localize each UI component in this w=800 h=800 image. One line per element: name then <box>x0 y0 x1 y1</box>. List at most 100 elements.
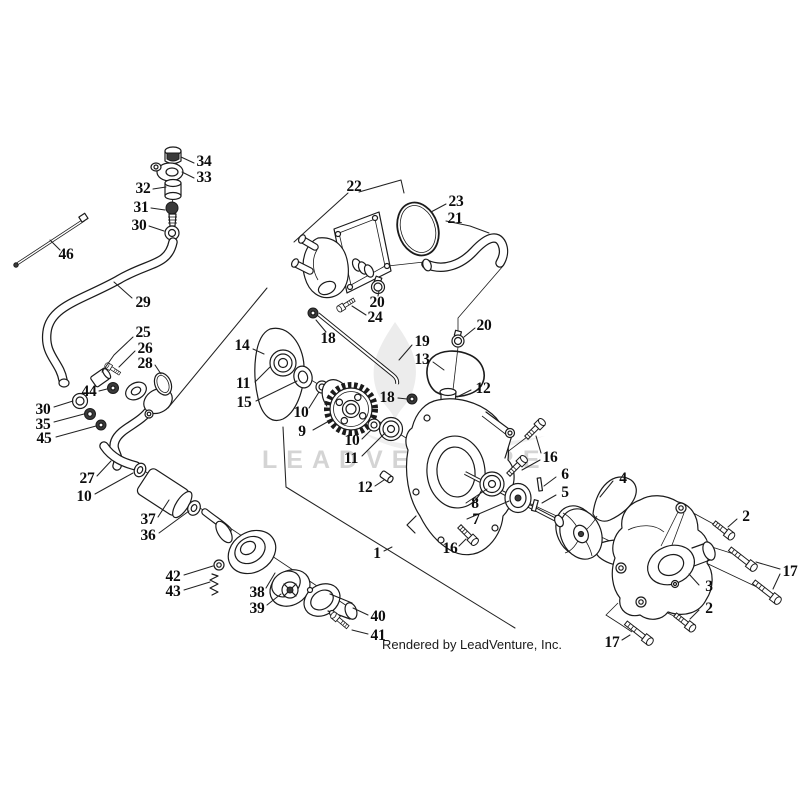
leader-line-11 <box>361 432 386 457</box>
callout-20[interactable]: 20 <box>476 317 492 334</box>
callout-40[interactable]: 40 <box>370 608 386 625</box>
part-outlet-fitting <box>303 583 358 631</box>
callout-10[interactable]: 10 <box>76 488 92 505</box>
callout-27[interactable]: 27 <box>79 470 95 487</box>
callout-4[interactable]: 4 <box>619 470 627 487</box>
part-cable-tie <box>13 212 89 268</box>
callout-25[interactable]: 25 <box>135 324 151 341</box>
callout-17[interactable]: 17 <box>604 634 620 651</box>
callout-12[interactable]: 12 <box>357 479 373 496</box>
callout-21[interactable]: 21 <box>447 210 463 227</box>
callout-26[interactable]: 26 <box>137 340 153 357</box>
leader-line-31 <box>150 207 166 211</box>
leader-line-11 <box>254 366 271 383</box>
leader-line-6 <box>543 476 557 487</box>
leader-line-39 <box>266 593 282 606</box>
callout-10[interactable]: 10 <box>344 432 360 449</box>
leader-line-14 <box>252 348 265 355</box>
callout-28[interactable]: 28 <box>137 355 153 372</box>
part-gasket-bearing-group <box>254 327 329 421</box>
leader-line-12 <box>456 389 472 398</box>
callout-33[interactable]: 33 <box>196 169 212 186</box>
callout-46[interactable]: 46 <box>58 246 74 263</box>
callout-3[interactable]: 3 <box>705 578 713 595</box>
callout-41[interactable]: 41 <box>370 627 386 644</box>
callout-12[interactable]: 12 <box>475 380 491 397</box>
leader-line-18 <box>397 397 408 400</box>
callout-9[interactable]: 9 <box>298 423 306 440</box>
leader-line-33 <box>181 171 195 179</box>
callout-44[interactable]: 44 <box>81 383 97 400</box>
leader-line-19 <box>398 344 413 361</box>
leader-line-21 <box>445 220 490 234</box>
callout-6[interactable]: 6 <box>561 466 569 483</box>
part-manifold-assembly <box>290 211 392 314</box>
callout-31[interactable]: 31 <box>133 199 149 216</box>
leader-line-12 <box>374 479 385 487</box>
callout-13[interactable]: 13 <box>414 351 430 368</box>
callout-32[interactable]: 32 <box>135 180 151 197</box>
callout-7[interactable]: 7 <box>472 511 480 528</box>
callout-22[interactable]: 22 <box>346 178 362 195</box>
leader-line-46 <box>49 239 61 251</box>
leader-line-18 <box>315 319 327 333</box>
callout-10[interactable]: 10 <box>293 404 309 421</box>
leader-line-26 <box>118 350 136 368</box>
callout-39[interactable]: 39 <box>249 600 265 617</box>
part-vent-valve-assembly <box>150 146 184 241</box>
callout-2[interactable]: 2 <box>742 508 750 525</box>
leader-line-25 <box>101 336 134 373</box>
callout-5[interactable]: 5 <box>561 484 569 501</box>
callout-20[interactable]: 20 <box>369 294 385 311</box>
leader-line-1 <box>383 546 393 552</box>
leader-line-22 <box>358 179 405 194</box>
callout-30[interactable]: 30 <box>35 401 51 418</box>
callout-11[interactable]: 11 <box>235 375 251 392</box>
callout-36[interactable]: 36 <box>140 527 156 544</box>
callout-29[interactable]: 29 <box>135 294 151 311</box>
assembly-bracket-line <box>282 426 516 629</box>
part-inner-cover <box>379 387 548 556</box>
leader-line-5 <box>541 494 557 504</box>
leader-line-10 <box>361 429 372 440</box>
callout-42[interactable]: 42 <box>165 568 181 585</box>
leader-line-17 <box>772 573 781 590</box>
leader-line-16 <box>458 538 467 547</box>
leader-line-2 <box>727 518 738 528</box>
callout-35[interactable]: 35 <box>35 416 51 433</box>
callout-17[interactable]: 17 <box>782 563 798 580</box>
assembly-bracket-line <box>167 287 268 409</box>
callout-45[interactable]: 45 <box>36 430 52 447</box>
leader-line-17 <box>755 561 781 570</box>
callout-16[interactable]: 16 <box>542 449 558 466</box>
callout-19[interactable]: 19 <box>414 333 430 350</box>
callout-18[interactable]: 18 <box>320 330 336 347</box>
callout-30[interactable]: 30 <box>131 217 147 234</box>
leader-line-22 <box>293 192 349 243</box>
callout-18[interactable]: 18 <box>379 389 395 406</box>
callout-8[interactable]: 8 <box>471 495 479 512</box>
callout-15[interactable]: 15 <box>236 394 252 411</box>
leader-line-36 <box>158 510 190 534</box>
part-thermostat <box>269 569 311 607</box>
leader-line-10 <box>308 391 320 409</box>
callout-38[interactable]: 38 <box>249 584 265 601</box>
callout-34[interactable]: 34 <box>196 153 212 170</box>
part-pump-cover <box>611 495 716 620</box>
callout-37[interactable]: 37 <box>140 511 156 528</box>
callout-1[interactable]: 1 <box>373 545 381 562</box>
leader-line-8 <box>465 488 488 504</box>
callout-11[interactable]: 11 <box>343 450 359 467</box>
callout-2[interactable]: 2 <box>705 600 713 617</box>
part-joint-cylinder <box>136 468 201 519</box>
callout-16[interactable]: 16 <box>442 540 458 557</box>
leader-line-9 <box>312 420 330 431</box>
leader-line-7 <box>466 500 510 520</box>
callout-24[interactable]: 24 <box>367 309 383 326</box>
callout-43[interactable]: 43 <box>165 583 181 600</box>
callout-14[interactable]: 14 <box>234 337 250 354</box>
leader-line-3 <box>688 573 700 586</box>
callout-23[interactable]: 23 <box>448 193 464 210</box>
